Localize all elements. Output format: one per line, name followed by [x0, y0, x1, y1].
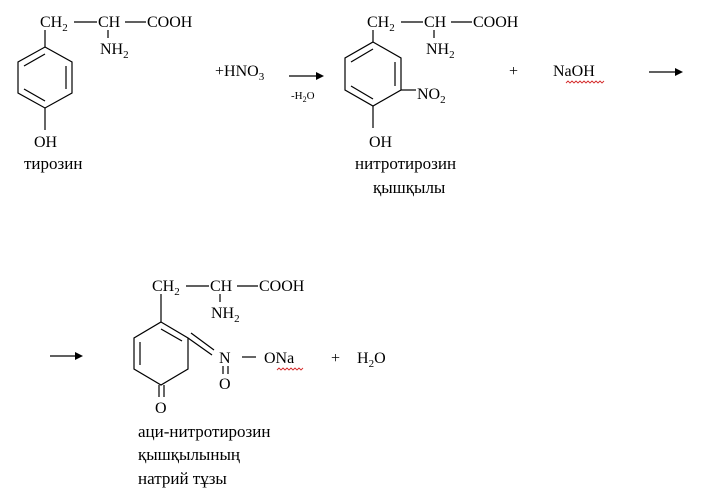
reagent-naoh: NaOH	[553, 63, 595, 80]
arrow-1-condition: -H2O	[291, 90, 315, 104]
nitrotyrosine-name-line2: қышқылы	[373, 178, 446, 197]
nitrotyrosine-ring-double-bond	[350, 85, 374, 100]
reagent-hno3: +HNO3	[215, 63, 265, 83]
product-ch2-label: CH2	[152, 278, 180, 298]
spellcheck-underline	[276, 367, 304, 371]
nitrotyrosine-name-line1: нитротирозин	[355, 154, 456, 173]
product-n-oxygen-label: O	[219, 376, 231, 393]
product-name-line3: натрий тұзы	[138, 469, 227, 488]
tyrosine-ring-double-bond	[23, 53, 46, 67]
tyrosine-structure: CH2 CH COOH NH2 OH тирозин	[17, 14, 193, 173]
tyrosine-ch2-label: CH2	[40, 14, 68, 34]
product-name-line1: аци-нитротирозин	[138, 422, 270, 441]
product-ch-label: CH	[210, 278, 233, 295]
nitrotyrosine-ch-label: CH	[424, 14, 447, 31]
tyrosine-nh2-label: NH2	[100, 41, 129, 61]
product-structure: CH2 CH COOH NH2 N ONa O O аци-нитротироз…	[133, 278, 305, 488]
reaction-arrow-2	[649, 68, 683, 76]
product-cooh-label: COOH	[259, 278, 305, 295]
nitrotyrosine-ch2-label: CH2	[367, 14, 395, 34]
reaction-arrow-1	[289, 72, 324, 80]
nitrotyrosine-cooh-label: COOH	[473, 14, 519, 31]
product-quinoid-ring	[133, 321, 189, 386]
nitrotyrosine-oh-label: OH	[369, 134, 393, 151]
plus-sign-2: +	[331, 350, 340, 367]
plus-sign-1: +	[509, 63, 518, 80]
product-ring-n-double-bond	[190, 332, 215, 351]
tyrosine-cooh-label: COOH	[147, 14, 193, 31]
product-ring-double-bond	[160, 328, 183, 342]
tyrosine-ring-double-bond	[23, 88, 46, 102]
product-ona-label: ONa	[264, 350, 294, 367]
product-nh2-label: NH2	[211, 305, 240, 325]
tyrosine-name: тирозин	[24, 154, 82, 173]
nitrotyrosine-ring-double-bond	[350, 48, 374, 63]
product-carbonyl-oxygen-label: O	[155, 400, 167, 417]
product-name-line2: қышқылының	[138, 445, 240, 464]
nitrotyrosine-no2-label: NO2	[417, 86, 446, 106]
tyrosine-ch-label: CH	[98, 14, 121, 31]
product-water: H2O	[357, 350, 386, 370]
reaction-arrow-3	[50, 352, 83, 360]
nitrotyrosine-nh2-label: NH2	[426, 41, 455, 61]
nitrotyrosine-benzene-ring	[344, 41, 402, 107]
tyrosine-benzene-ring	[17, 46, 73, 109]
product-ring-n-double-bond	[187, 337, 213, 356]
spellcheck-underline	[565, 80, 605, 84]
nitrotyrosine-structure: CH2 CH COOH NH2 NO2 OH нитротирозин қышқ…	[344, 14, 519, 197]
product-n-label: N	[219, 350, 231, 367]
tyrosine-oh-label: OH	[34, 134, 58, 151]
